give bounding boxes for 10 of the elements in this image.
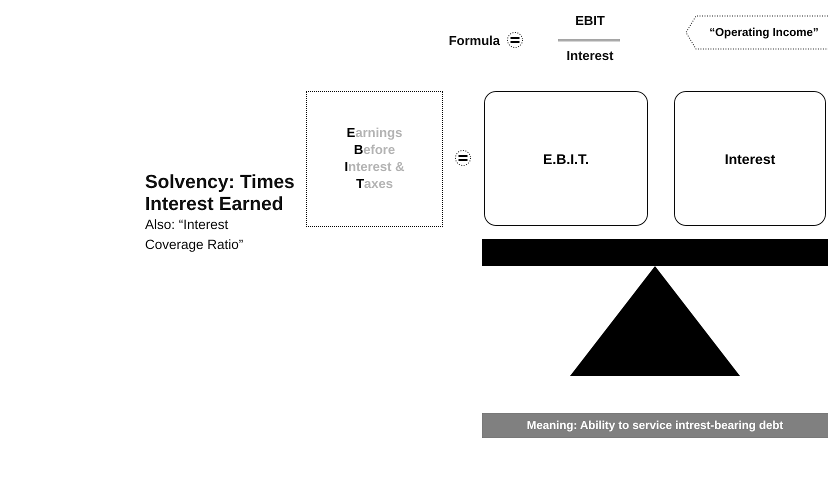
abbreviation-box: Earnings Before Interest & Taxes <box>306 91 443 227</box>
meaning-banner: Meaning: Ability to service intrest-bearing debt <box>482 413 828 438</box>
numerator: EBIT <box>574 12 606 30</box>
balance-pan-box: Interest <box>674 91 826 226</box>
heading: Solvency: Times Interest Earned <box>145 172 296 216</box>
denominator: Interest <box>566 47 614 65</box>
callout-tag: “Operating Income” <box>686 15 828 50</box>
subtitle: Also: “Interest Coverage Ratio” <box>145 216 244 254</box>
formula-label: Formula <box>448 32 500 50</box>
balance-pan-box: E.B.I.T. <box>484 91 648 226</box>
